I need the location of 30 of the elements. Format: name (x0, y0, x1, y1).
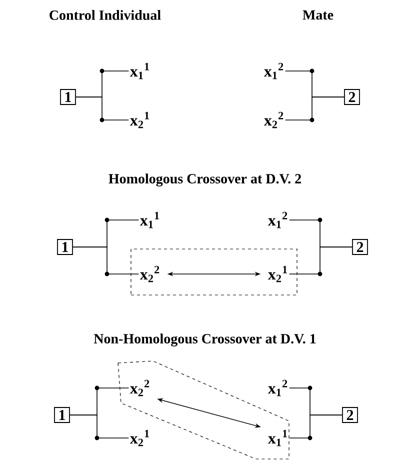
heading: Mate (302, 10, 334, 20)
variable-label: x$_{2}$1 (130, 112, 150, 128)
heading: Control Individual (50, 10, 161, 20)
variable-label: x$_{2}$2 (130, 380, 150, 396)
numbered-box: 2 (344, 89, 360, 105)
numbered-box: 1 (54, 407, 70, 423)
variable-label: x$_{2}$2 (140, 266, 160, 282)
variable-label: x$_{2}$1 (268, 266, 288, 282)
branch-line (72, 246, 140, 276)
branch-line (288, 414, 342, 440)
numbered-box: 1 (60, 89, 76, 105)
variable-label: x$_{1}$2 (264, 62, 284, 80)
numbered-box: 2 (342, 407, 358, 423)
dashed-box (130, 248, 298, 296)
variable-label: x$_{2}$1 (130, 430, 150, 446)
branch-line (288, 246, 352, 276)
dashed-outline (118, 360, 290, 460)
variable-label: x$_{1}$1 (140, 212, 160, 228)
branch-line (284, 96, 344, 122)
variable-label: x$_{2}$2 (264, 112, 284, 128)
numbered-box: 2 (352, 239, 368, 255)
variable-label: x$_{1}$1 (130, 62, 150, 80)
branch-line (70, 414, 130, 440)
variable-label: x$_{1}$2 (268, 380, 288, 396)
branch-line (76, 96, 130, 122)
variable-label: x$_{1}$1 (268, 430, 288, 446)
numbered-box: 1 (57, 239, 73, 255)
heading: Homologous Crossover at D.V. 2 (108, 174, 301, 186)
variable-label: x$_{1}$2 (268, 212, 288, 228)
heading: Non-Homologous Crossover at D.V. 1 (94, 334, 316, 346)
